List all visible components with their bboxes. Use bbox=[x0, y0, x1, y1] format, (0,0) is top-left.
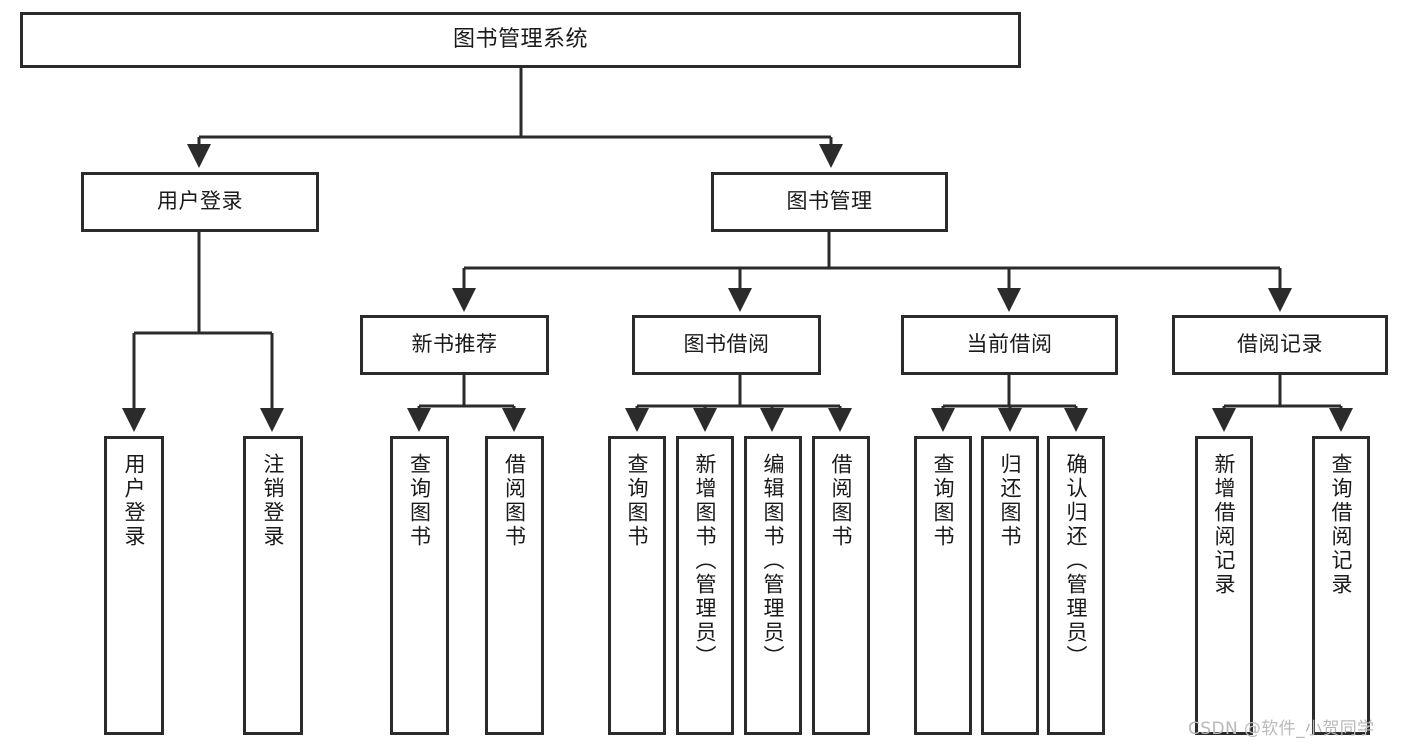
leaf-borrow-record-add[interactable]: 新增借阅记录 bbox=[1195, 436, 1253, 735]
node-book-manage-label: 图书管理 bbox=[786, 189, 873, 214]
leaf-book-borrow-add[interactable]: 新增图书（管理员） bbox=[676, 436, 734, 735]
leaf-label: 借阅图书 bbox=[829, 453, 854, 549]
leaf-label: 借阅图书 bbox=[502, 453, 527, 549]
csdn-watermark: CSDN @软件_小贺同学 bbox=[1188, 719, 1375, 739]
leaf-label: 查询图书 bbox=[931, 453, 956, 549]
node-root-label: 图书管理系统 bbox=[452, 26, 588, 52]
leaf-label: 新增图书（管理员） bbox=[693, 453, 718, 669]
leaf-label: 查询借阅记录 bbox=[1329, 453, 1354, 597]
leaf-book-borrow-query[interactable]: 查询图书 bbox=[608, 436, 666, 735]
node-current-borrow[interactable]: 当前借阅 bbox=[901, 315, 1118, 375]
node-new-book-recommend[interactable]: 新书推荐 bbox=[360, 315, 549, 375]
node-book-borrow-label: 图书借阅 bbox=[683, 332, 770, 357]
node-borrow-record[interactable]: 借阅记录 bbox=[1172, 315, 1388, 375]
node-new-book-recommend-label: 新书推荐 bbox=[411, 332, 498, 357]
leaf-label: 新增借阅记录 bbox=[1212, 453, 1237, 597]
node-user-login-label: 用户登录 bbox=[157, 189, 243, 214]
leaf-current-borrow-query[interactable]: 查询图书 bbox=[914, 436, 972, 735]
node-user-login[interactable]: 用户登录 bbox=[81, 172, 319, 232]
node-current-borrow-label: 当前借阅 bbox=[966, 332, 1053, 357]
leaf-new-book-query[interactable]: 查询图书 bbox=[390, 436, 449, 735]
node-borrow-record-label: 借阅记录 bbox=[1237, 332, 1323, 357]
leaf-current-borrow-return[interactable]: 归还图书 bbox=[981, 436, 1039, 735]
leaf-label: 查询图书 bbox=[625, 453, 650, 549]
leaf-label: 确认归还（管理员） bbox=[1064, 453, 1089, 669]
leaf-label: 归还图书 bbox=[998, 453, 1023, 549]
leaf-new-book-borrow[interactable]: 借阅图书 bbox=[485, 436, 544, 735]
leaf-label: 编辑图书（管理员） bbox=[761, 453, 786, 669]
leaf-label: 注销登录 bbox=[261, 453, 286, 549]
node-root[interactable]: 图书管理系统 bbox=[20, 12, 1021, 68]
leaf-label: 用户登录 bbox=[122, 453, 147, 549]
leaf-user-login-logout[interactable]: 注销登录 bbox=[243, 436, 303, 735]
leaf-book-borrow-borrow[interactable]: 借阅图书 bbox=[812, 436, 870, 735]
leaf-label: 查询图书 bbox=[407, 453, 432, 549]
leaf-borrow-record-query[interactable]: 查询借阅记录 bbox=[1312, 436, 1370, 735]
leaf-user-login-login[interactable]: 用户登录 bbox=[104, 436, 164, 735]
node-book-manage[interactable]: 图书管理 bbox=[711, 172, 948, 232]
leaf-book-borrow-edit[interactable]: 编辑图书（管理员） bbox=[744, 436, 802, 735]
leaf-current-borrow-confirm[interactable]: 确认归还（管理员） bbox=[1047, 436, 1105, 735]
node-book-borrow[interactable]: 图书借阅 bbox=[632, 315, 821, 375]
